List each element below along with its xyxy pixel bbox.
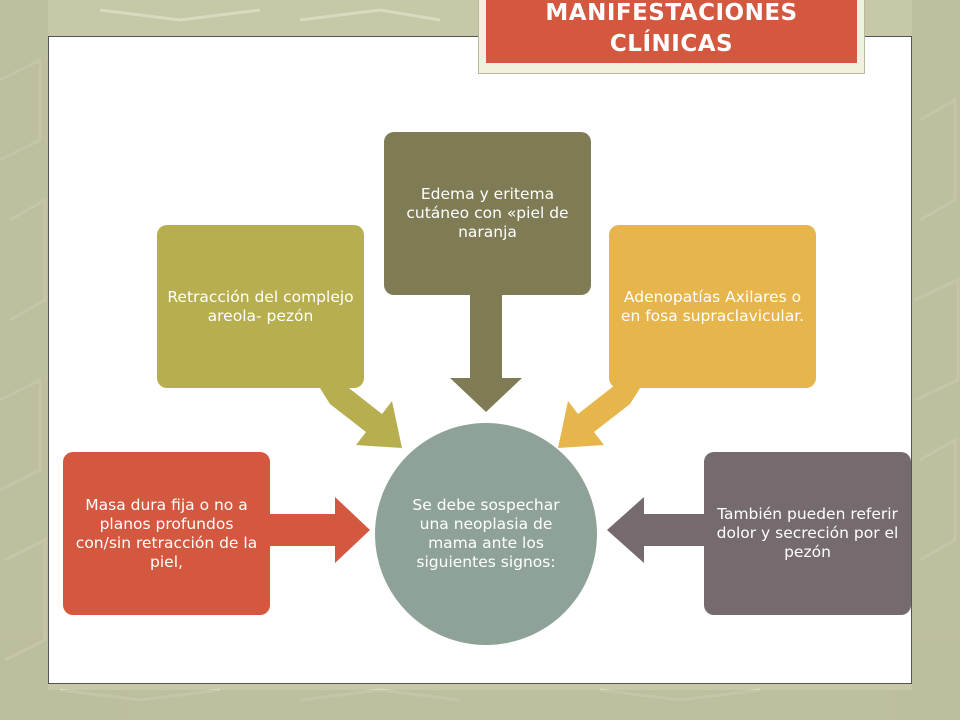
center-text: Se debe sospechar una neoplasia de mama … [412, 496, 560, 571]
arrow-upper-left [318, 385, 402, 448]
arrow-left [268, 497, 370, 563]
node-masa-dura: Masa dura fija o no a planos profundos c… [63, 452, 270, 615]
node-dolor-secrecion: También pueden referir dolor y secreción… [704, 452, 911, 615]
node-retraccion: Retracción del complejo areola- pezón [157, 225, 364, 388]
arrow-right [607, 497, 704, 563]
node-dolor-secrecion-text: También pueden referir dolor y secreción… [716, 505, 899, 561]
page-title: MANIFESTACIONES CLÍNICAS [545, 0, 798, 57]
node-edema: Edema y eritema cutáneo con «piel de nar… [384, 132, 591, 295]
node-adenopatias: Adenopatías Axilares o en fosa supraclav… [609, 225, 816, 388]
title-banner: MANIFESTACIONES CLÍNICAS [486, 0, 857, 63]
center-circle: Se debe sospechar una neoplasia de mama … [375, 423, 597, 645]
node-retraccion-text: Retracción del complejo areola- pezón [167, 287, 354, 325]
node-masa-dura-text: Masa dura fija o no a planos profundos c… [75, 495, 258, 571]
node-edema-text: Edema y eritema cutáneo con «piel de nar… [406, 185, 569, 241]
arrow-upper-right [558, 385, 642, 448]
title-box: MANIFESTACIONES CLÍNICAS [478, 0, 865, 74]
arrow-top [450, 295, 522, 412]
node-adenopatias-text: Adenopatías Axilares o en fosa supraclav… [620, 287, 805, 325]
